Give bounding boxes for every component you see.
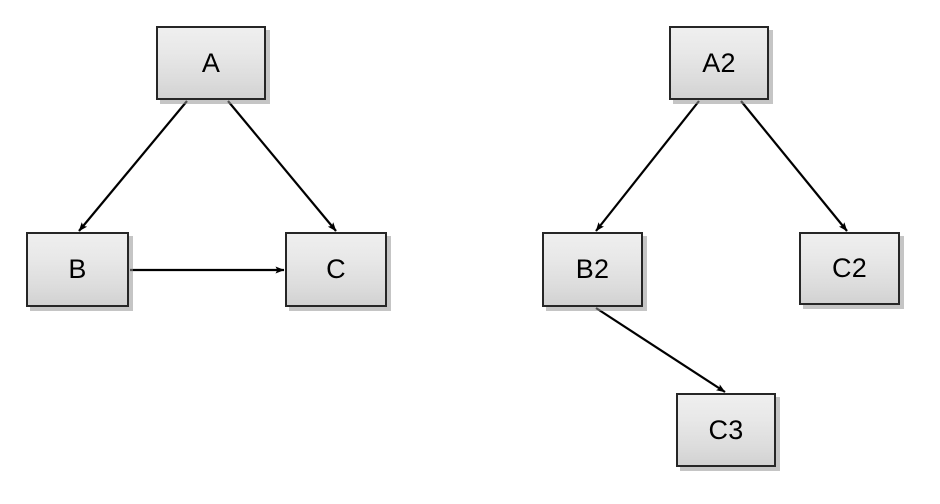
edge-a2-to-c2[interactable] (740, 100, 848, 232)
node-label-c: C (326, 254, 346, 284)
node-c[interactable]: C (285, 232, 387, 307)
node-label-b: B (68, 254, 87, 284)
edge-b2-to-c3[interactable] (595, 307, 726, 393)
edge-a-to-c[interactable] (227, 100, 337, 232)
node-label-a: A (201, 47, 221, 78)
node-label-a2: A2 (702, 47, 736, 78)
node-b2[interactable]: B2 (542, 232, 643, 307)
node-a[interactable]: A (156, 26, 266, 100)
node-label-c2: C2 (832, 253, 867, 283)
edge-a-to-b[interactable] (78, 100, 188, 232)
node-b[interactable]: B (26, 232, 129, 307)
node-c3[interactable]: C3 (676, 393, 776, 467)
node-label-b2: B2 (575, 254, 610, 284)
node-a2[interactable]: A2 (669, 26, 769, 100)
edges-group (78, 100, 848, 393)
edge-a2-to-b2[interactable] (595, 100, 700, 232)
node-label-c3: C3 (708, 414, 744, 445)
node-c2[interactable]: C2 (799, 232, 900, 305)
